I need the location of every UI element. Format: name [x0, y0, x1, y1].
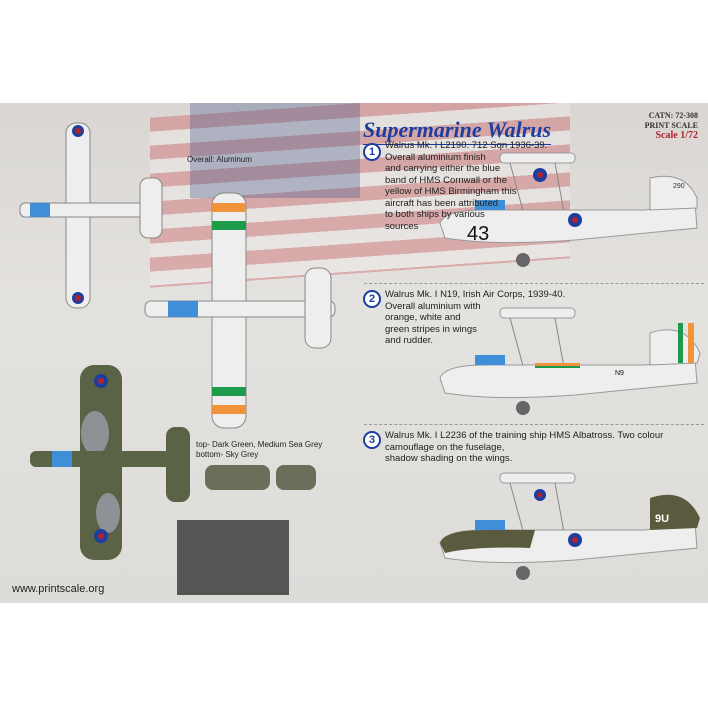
- plan-view-aluminum-1: [19, 122, 163, 309]
- flag-canton: [190, 103, 360, 198]
- profile-2-description: Walrus Mk. I N19, Irish Air Corps, 1939-…: [385, 289, 565, 347]
- divider: [364, 424, 704, 425]
- catalog-block: CATN: 72-308 PRINT SCALE Scale 1/72: [645, 111, 698, 141]
- reference-photo: [177, 520, 289, 595]
- aluminum-note: Overall: Aluminum: [187, 155, 252, 164]
- camo-bottom-text: bottom- Sky Grey: [196, 450, 259, 459]
- scale-label: Scale 1/72: [655, 130, 699, 141]
- text-line: yellow of HMS Birmingham this: [385, 186, 517, 197]
- text-line: shadow shading on the wings.: [385, 453, 513, 464]
- catalog-number: CATN: 72-308: [648, 111, 698, 120]
- camo-note: top- Dark Green, Medium Sea Grey bottom-…: [196, 440, 322, 460]
- profile-1-side-view: [439, 152, 698, 267]
- text-line: camouflage on the fuselage,: [385, 441, 505, 453]
- text-line: and carrying either the blue: [385, 163, 501, 174]
- website-link[interactable]: www.printscale.org: [12, 583, 105, 595]
- profile-number-1: 1: [363, 143, 381, 161]
- text-line: Walrus Mk. I L2236 of the training ship …: [385, 430, 664, 441]
- text-line: sources: [385, 220, 419, 232]
- camo-top-text: top- Dark Green, Medium Sea Grey: [196, 440, 323, 449]
- brand-logo: PRINT SCALE: [644, 121, 698, 130]
- aircraft-code-1: 43: [467, 223, 490, 245]
- plan-view-camouflage: [30, 365, 316, 560]
- tail-code-1: 290: [673, 183, 685, 190]
- text-line: Overall aluminium finish: [385, 151, 486, 163]
- aircraft-code-3: 9U: [655, 513, 670, 525]
- page-title: Supermarine Walrus: [363, 117, 552, 145]
- decal-sheet: Supermarine Walrus CATN: 72-308 PRINT SC…: [0, 103, 708, 603]
- text-line: Walrus Mk. I L2190. 712 Sqn 1936-39.: [385, 140, 548, 151]
- divider: [364, 283, 704, 284]
- plan-view-irish: [144, 192, 336, 429]
- text-line: Overall aluminium with: [385, 300, 481, 312]
- profile-3-side-view: [439, 472, 700, 580]
- aircraft-code-2: N9: [615, 370, 624, 377]
- text-line: band of HMS Cornwall or the: [385, 174, 507, 186]
- text-line: to both ships by various: [385, 209, 485, 220]
- profile-number-3: 3: [363, 431, 381, 449]
- profile-1-description: Walrus Mk. I L2190. 712 Sqn 1936-39. Ove…: [385, 140, 547, 232]
- profile-2-side-view: [439, 307, 701, 415]
- text-line: orange, white and: [385, 312, 461, 323]
- text-line: and rudder.: [385, 335, 434, 346]
- text-line: Walrus Mk. I N19, Irish Air Corps, 1939-…: [385, 289, 566, 300]
- text-line: aircraft has been attributed: [385, 197, 499, 209]
- profile-3-description: Walrus Mk. I L2236 of the training ship …: [385, 430, 663, 465]
- text-line: green stripes in wings: [385, 323, 477, 335]
- profile-number-2: 2: [363, 290, 381, 308]
- plan-views: [19, 122, 336, 595]
